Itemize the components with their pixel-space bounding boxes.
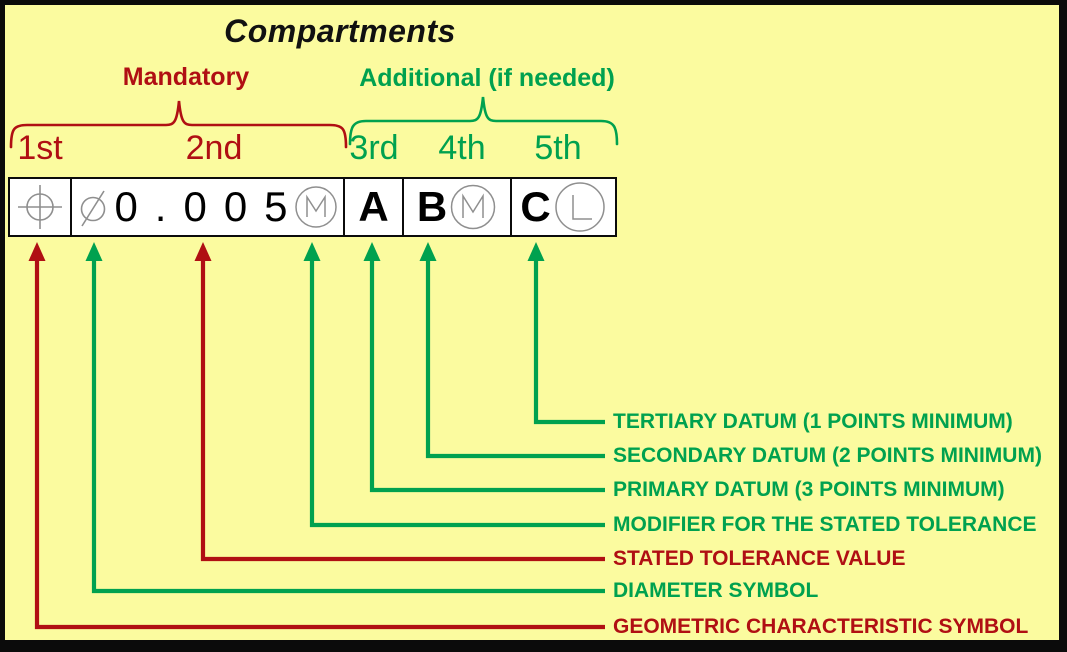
cell-geometric-characteristic bbox=[10, 179, 70, 235]
feature-control-frame: 0.005 A B C bbox=[8, 177, 617, 237]
cell-tertiary-datum: C bbox=[510, 179, 615, 235]
cell-tolerance: 0.005 bbox=[70, 179, 343, 235]
ordinal-5th: 5th bbox=[534, 129, 582, 167]
callout-tertiary-datum-label: TERTIARY DATUM (1 POINTS MINIMUM) bbox=[613, 410, 1013, 433]
callout-diameter-symbol-label: DIAMETER SYMBOL bbox=[613, 579, 819, 602]
callout-secondary-datum-label: SECONDARY DATUM (2 POINTS MINIMUM) bbox=[613, 444, 1042, 467]
additional-label: Additional (if needed) bbox=[359, 64, 615, 92]
callout-modifier-label: MODIFIER FOR THE STATED TOLERANCE bbox=[613, 513, 1037, 536]
tolerance-value: 0.005 bbox=[114, 183, 305, 230]
lmc-modifier-icon bbox=[554, 182, 605, 232]
callout-geometric-characteristic-label: GEOMETRIC CHARACTERISTIC SYMBOL bbox=[613, 615, 1029, 638]
mandatory-label: Mandatory bbox=[122, 63, 250, 91]
position-symbol-icon bbox=[18, 185, 62, 229]
diagram-background bbox=[5, 5, 1059, 640]
callout-stated-tolerance-label: STATED TOLERANCE VALUE bbox=[613, 547, 906, 570]
secondary-datum-letter: B bbox=[416, 183, 448, 230]
page-title: Compartments bbox=[224, 13, 456, 49]
ordinal-1st: 1st bbox=[17, 129, 63, 167]
ordinal-3rd: 3rd bbox=[349, 129, 399, 167]
ordinal-2nd: 2nd bbox=[185, 129, 243, 167]
mmc-modifier-icon bbox=[294, 186, 337, 228]
diameter-symbol-icon bbox=[81, 190, 106, 227]
ordinal-4th: 4th bbox=[438, 129, 486, 167]
callout-primary-datum-label: PRIMARY DATUM (3 POINTS MINIMUM) bbox=[613, 478, 1005, 501]
primary-datum-letter: A bbox=[358, 183, 389, 230]
mmc-modifier-icon bbox=[450, 184, 496, 230]
tertiary-datum-letter: C bbox=[520, 183, 551, 230]
cell-primary-datum: A bbox=[343, 179, 402, 235]
cell-secondary-datum: B bbox=[402, 179, 510, 235]
